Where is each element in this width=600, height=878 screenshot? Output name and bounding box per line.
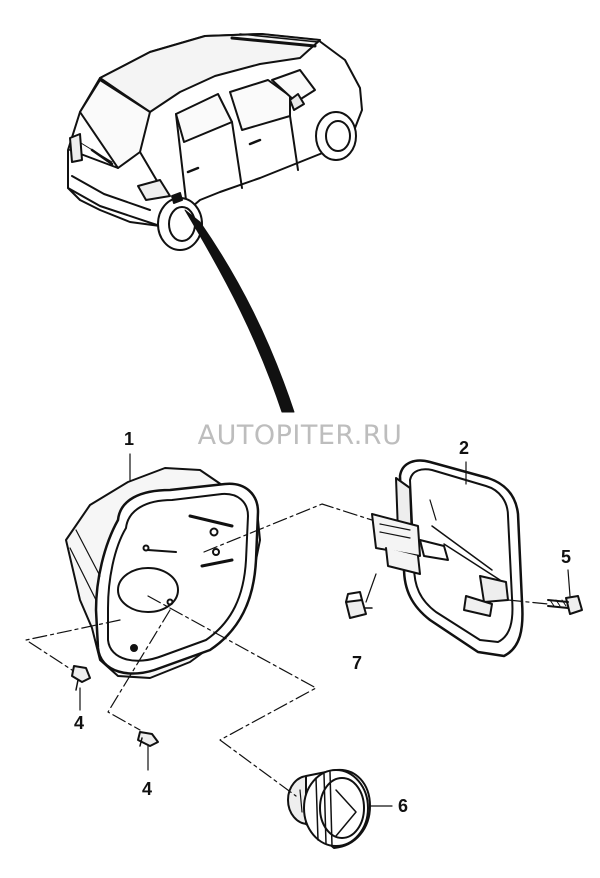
part-7-clip <box>345 591 373 619</box>
part-6-fuel-cap <box>287 768 371 849</box>
part-5-screw <box>547 595 583 615</box>
assembly-lines <box>25 503 549 797</box>
callout-2: 2 <box>459 438 470 458</box>
callout-6: 6 <box>398 796 409 816</box>
callout-7: 7 <box>352 653 363 673</box>
part-4-bumper-upper <box>71 665 91 691</box>
callout-5: 5 <box>561 547 572 567</box>
callout-4-upper: 4 <box>74 713 85 733</box>
location-pointer <box>184 209 295 413</box>
leader-lines <box>79 453 571 807</box>
part-4-bumper-lower <box>137 731 159 747</box>
callout-1: 1 <box>124 429 135 449</box>
callout-4-lower: 4 <box>142 779 153 799</box>
car-illustration <box>67 33 363 251</box>
part-1-filler-housing <box>65 467 261 679</box>
part-2-fuel-door <box>371 459 524 658</box>
watermark-text: AUTOPITER.RU <box>197 420 403 451</box>
